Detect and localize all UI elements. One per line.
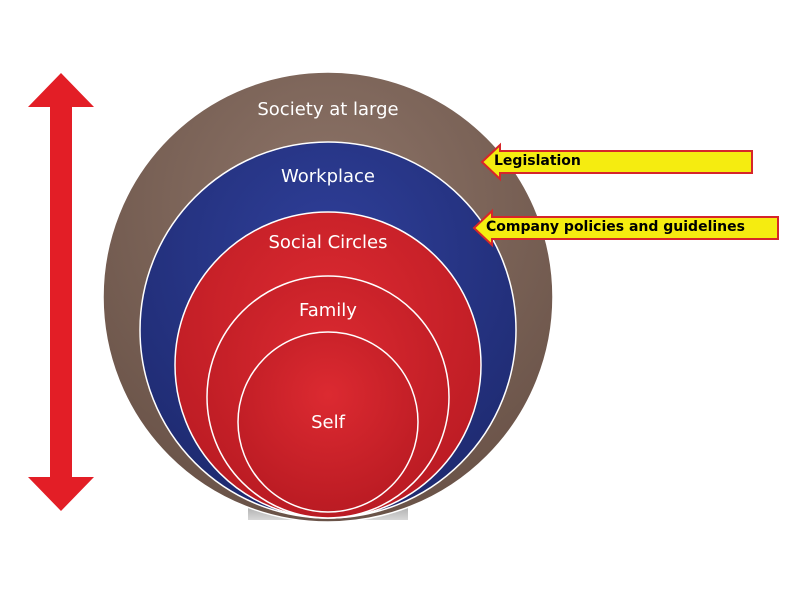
label-family: Family xyxy=(299,300,357,321)
layer-self-circle xyxy=(237,331,419,513)
label-society-at-large: Society at large xyxy=(257,99,399,120)
company-policies-callout-arrow xyxy=(472,208,779,248)
callout-company-policies-label: Company policies and guidelines xyxy=(486,219,745,235)
legislation-callout-arrow xyxy=(480,142,753,182)
label-self: Self xyxy=(311,412,345,433)
vertical-double-arrow-icon xyxy=(28,73,94,511)
label-workplace: Workplace xyxy=(280,166,375,187)
callout-legislation-label: Legislation xyxy=(494,153,581,169)
label-social-circles: Social Circles xyxy=(268,232,388,253)
